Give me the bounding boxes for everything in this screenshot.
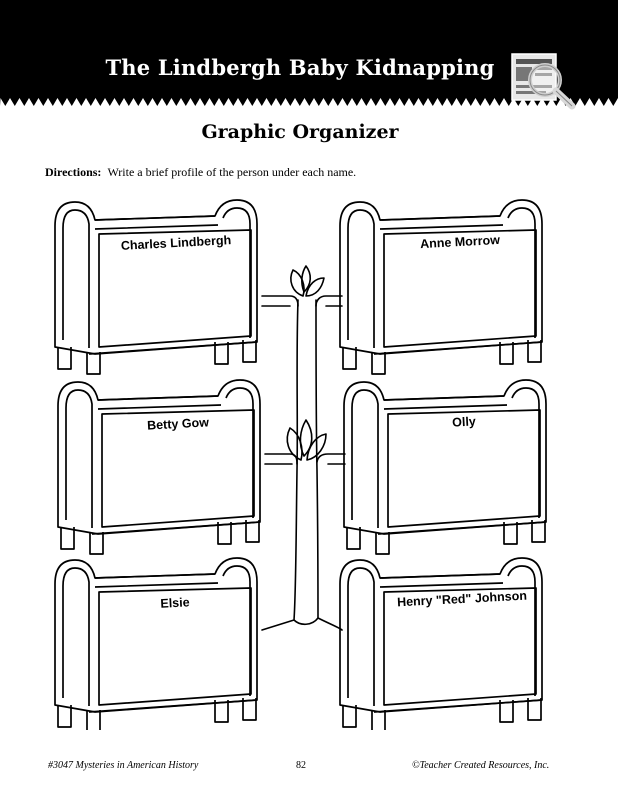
board-leg (527, 340, 542, 363)
board-part (507, 207, 536, 338)
board-part (347, 209, 375, 348)
profile-board (57, 379, 261, 535)
board-leg (242, 698, 257, 721)
board-part (94, 215, 219, 230)
board-leg (342, 347, 357, 370)
board-leg (375, 532, 390, 555)
board-panel (101, 409, 255, 528)
board-leg (57, 705, 72, 728)
tree-trunk (261, 299, 299, 631)
board-leg (499, 342, 514, 365)
board-part (88, 699, 258, 713)
board-leg (86, 352, 101, 375)
profile-board (343, 379, 547, 535)
board-part (65, 389, 93, 528)
board-leg (214, 700, 229, 723)
profile-board (54, 199, 258, 355)
page-title: Graphic Organizer (201, 121, 399, 143)
profile-board (54, 557, 258, 713)
profile-board (339, 557, 543, 713)
board-leg (86, 710, 101, 730)
page-header: The Lindbergh Baby Kidnapping (0, 0, 618, 115)
board-leg (527, 698, 542, 721)
board-leg (89, 532, 104, 555)
board-panel (387, 409, 541, 528)
board-leg (371, 710, 386, 730)
board-part (383, 395, 508, 410)
board-leg (531, 520, 546, 543)
board-part (222, 207, 251, 338)
board-panel (383, 229, 537, 348)
directions: Directions: Write a brief profile of the… (45, 165, 356, 180)
board-leg (214, 342, 229, 365)
board-part (225, 387, 254, 518)
board-part (379, 215, 504, 230)
board-leg (60, 527, 75, 550)
footer-page-number: 82 (296, 760, 306, 771)
board-part (507, 565, 536, 696)
board-leg (245, 520, 260, 543)
board-part (97, 395, 222, 410)
board-panel (98, 587, 252, 706)
board-part (351, 389, 379, 528)
profile-board (339, 199, 543, 355)
header-title: The Lindbergh Baby Kidnapping (105, 55, 495, 80)
footer-copyright: ©Teacher Created Resources, Inc. (412, 760, 550, 771)
organizer-diagram (54, 199, 547, 730)
board-panel (98, 229, 252, 348)
tree-branch (261, 295, 299, 307)
directions-text: Write a brief profile of the person unde… (107, 165, 357, 179)
board-part (373, 341, 543, 355)
board-part (91, 521, 261, 535)
board-leg (242, 340, 257, 363)
wanted-poster-magnifier-icon (511, 53, 576, 110)
board-leg (346, 527, 361, 550)
board-leg (503, 522, 518, 545)
board-part (511, 387, 540, 518)
board-leg (371, 352, 386, 375)
board-panel (383, 587, 537, 706)
board-part (347, 567, 375, 706)
board-part (88, 341, 258, 355)
board-part (62, 209, 90, 348)
board-part (94, 573, 219, 588)
footer-publication: #3047 Mysteries in American History (48, 760, 199, 771)
board-part (379, 573, 504, 588)
board-leg (342, 705, 357, 728)
board-leg (57, 347, 72, 370)
directions-label: Directions: (45, 165, 102, 179)
leaf-icon (290, 269, 305, 297)
board-part (222, 565, 251, 696)
board-part (62, 567, 90, 706)
board-part (377, 521, 547, 535)
header-banner (0, 0, 618, 106)
board-part (373, 699, 543, 713)
board-leg (499, 700, 514, 723)
board-leg (217, 522, 232, 545)
